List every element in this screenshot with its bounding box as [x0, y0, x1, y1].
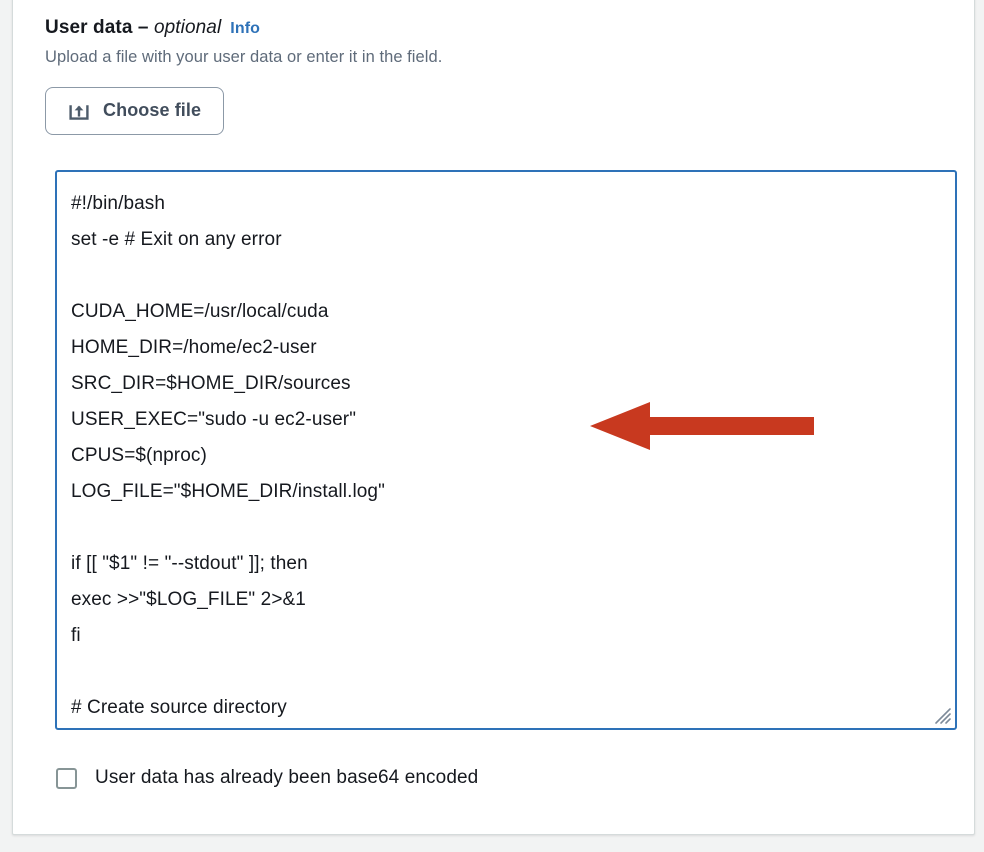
user-data-textarea[interactable]	[57, 172, 955, 728]
card-content: User data – optional Info Upload a file …	[45, 16, 954, 135]
base64-checkbox-row[interactable]: User data has already been base64 encode…	[56, 767, 478, 789]
form-label-separator: –	[132, 17, 154, 38]
user-data-textarea-container	[55, 170, 957, 730]
form-header: User data – optional Info	[45, 16, 954, 40]
choose-file-label: Choose file	[103, 100, 202, 121]
page-title: User data – optional	[45, 16, 221, 40]
user-data-card: User data – optional Info Upload a file …	[12, 0, 975, 835]
form-label-optional: optional	[153, 17, 222, 38]
form-description: Upload a file with your user data or ent…	[45, 47, 443, 66]
resize-grip-icon[interactable]	[931, 704, 953, 726]
choose-file-button[interactable]: Choose file	[45, 86, 225, 135]
base64-checkbox[interactable]	[56, 767, 77, 789]
upload-icon	[68, 100, 90, 122]
form-label-main: User data	[45, 17, 133, 38]
base64-checkbox-label: User data has already been base64 encode…	[95, 767, 479, 788]
info-link[interactable]: Info	[230, 20, 261, 37]
